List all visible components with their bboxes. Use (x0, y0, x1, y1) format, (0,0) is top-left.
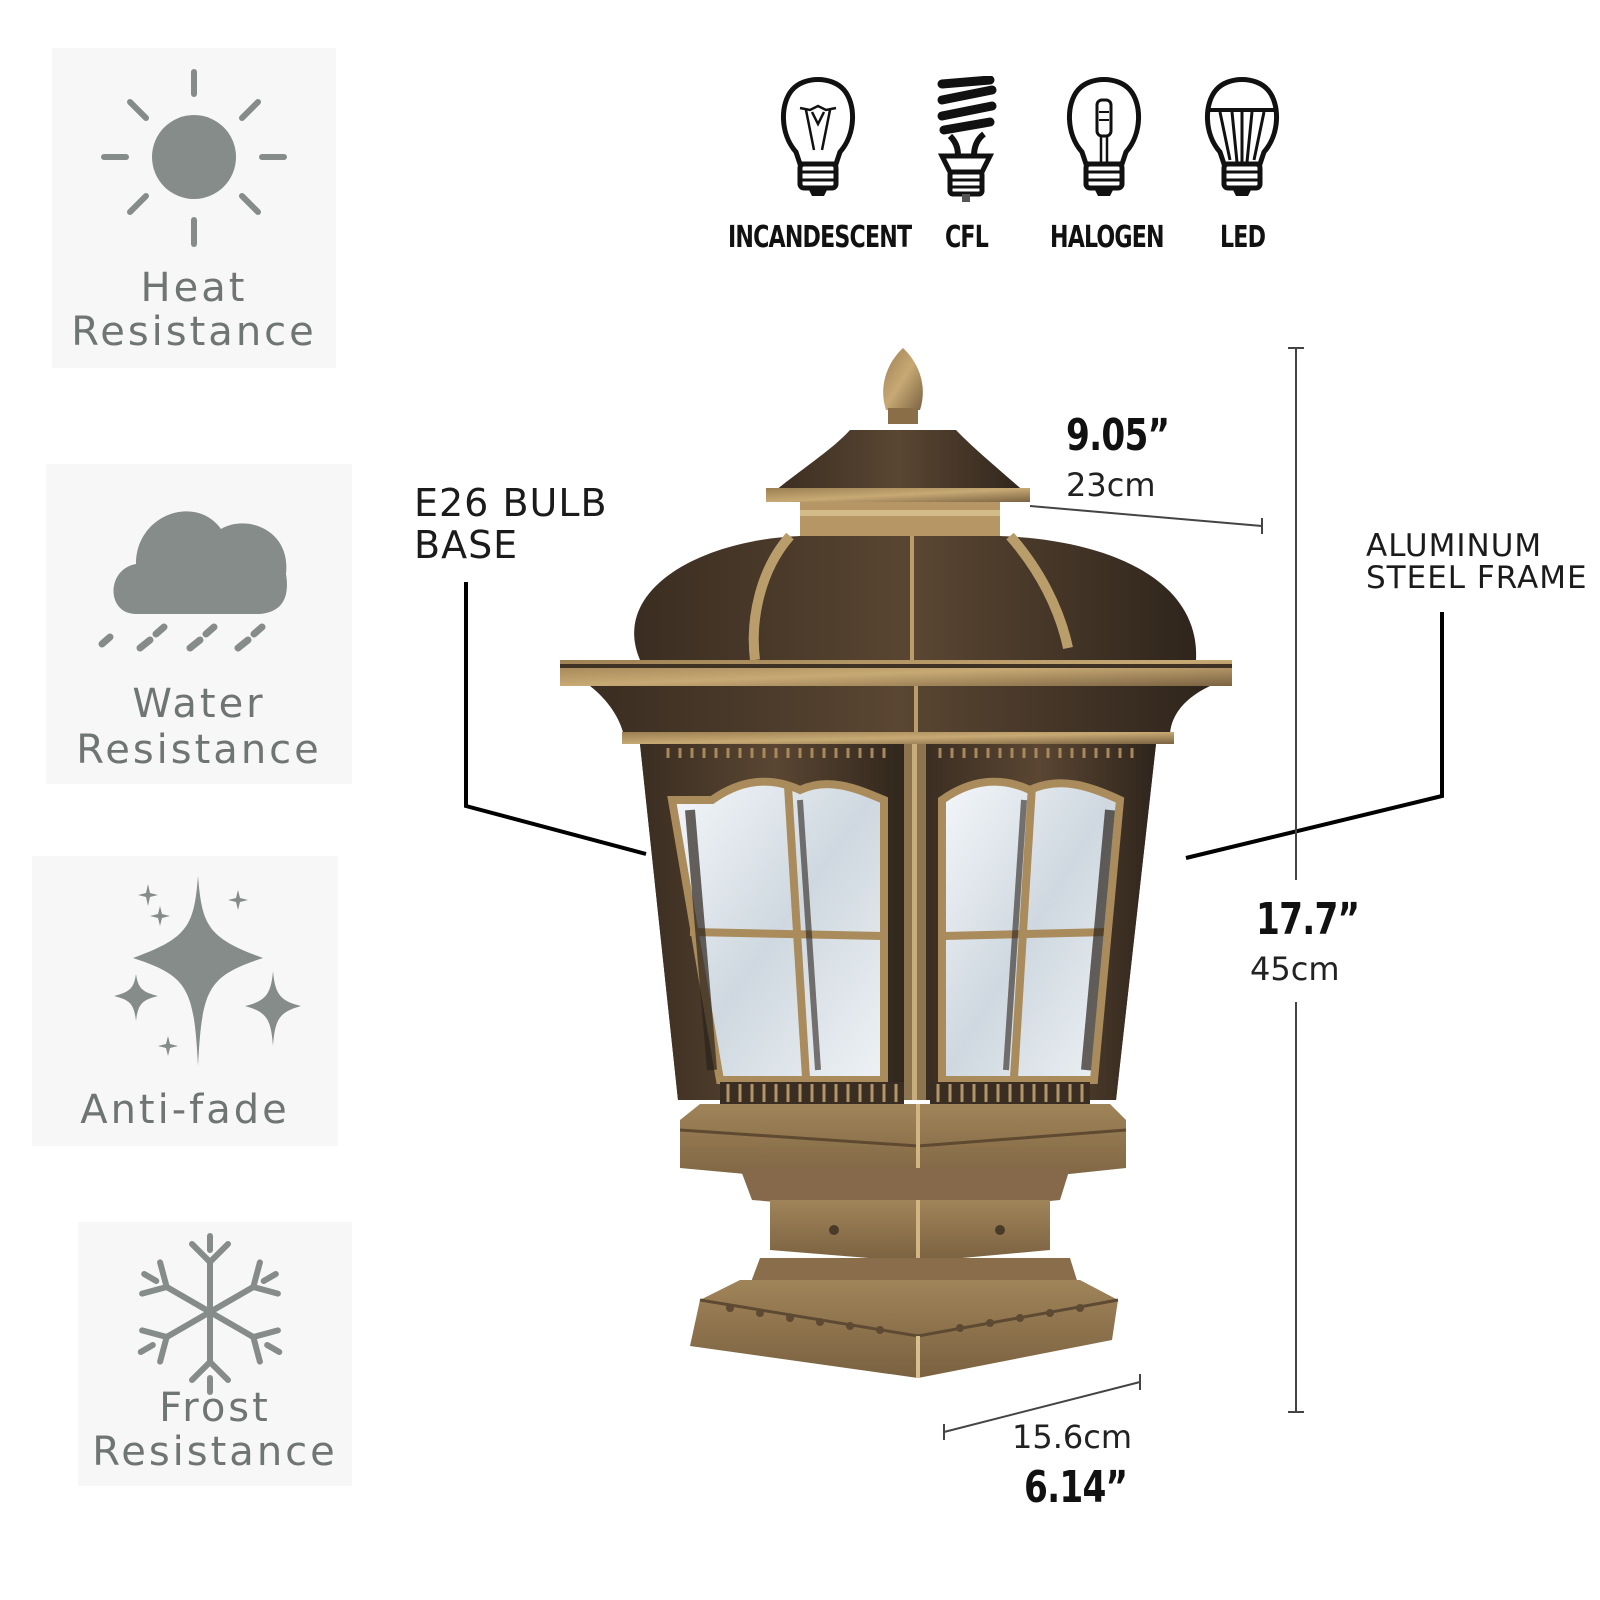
bulb-label: LED (1220, 220, 1266, 255)
feature-label-line1: Water (132, 681, 266, 727)
cfl-bulb-icon (937, 76, 997, 202)
frame-leader-line (1185, 612, 1444, 860)
top-width-inches: 9.05” (1066, 410, 1170, 461)
feature-anti-fade: Anti-fade (32, 856, 338, 1146)
rain-cloud-icon (98, 511, 287, 652)
top-width-dimension-line (1029, 505, 1263, 527)
frame-callout: ALUMINUM STEEL FRAME (1366, 530, 1588, 594)
base-width-cm: 15.6cm (1012, 1418, 1133, 1456)
bulb-label: HALOGEN (1050, 220, 1165, 255)
bulb-base-line1: E26 BULB (414, 481, 608, 525)
bulb-label: INCANDESCENT (728, 220, 912, 255)
snowflake-icon (137, 1233, 283, 1395)
halogen-bulb-icon (1066, 77, 1142, 196)
bulb-label: CFL (945, 220, 989, 255)
feature-label-line1: Frost (159, 1385, 271, 1431)
sun-icon (101, 69, 287, 247)
feature-label-line2: Resistance (71, 309, 317, 355)
feature-label-line2: Resistance (92, 1429, 338, 1475)
sparkle-icon (114, 876, 301, 1066)
frame-line1: ALUMINUM (1366, 528, 1543, 564)
feature-label-line2: Resistance (76, 727, 322, 773)
bulb-base-leader-line (464, 582, 647, 856)
feature-label-line1: Heat (140, 265, 248, 311)
feature-label-line1: Anti-fade (80, 1087, 290, 1133)
feature-water-resistance: Water Resistance (46, 464, 352, 784)
base-width-inches: 6.14” (1024, 1462, 1128, 1513)
top-width-cm: 23cm (1066, 466, 1156, 504)
led-bulb-icon (1204, 77, 1280, 196)
feature-frost-resistance: Frost Resistance (78, 1222, 352, 1486)
height-inches: 17.7” (1256, 894, 1360, 945)
bulb-base-line2: BASE (414, 523, 519, 567)
height-cm: 45cm (1250, 950, 1340, 988)
incandescent-bulb-icon (780, 77, 856, 196)
feature-heat-resistance: Heat Resistance (52, 48, 336, 368)
base-width-dimension-line (943, 1381, 1141, 1433)
bulb-base-callout: E26 BULB BASE (414, 482, 608, 566)
frame-line2: STEEL FRAME (1366, 560, 1588, 596)
